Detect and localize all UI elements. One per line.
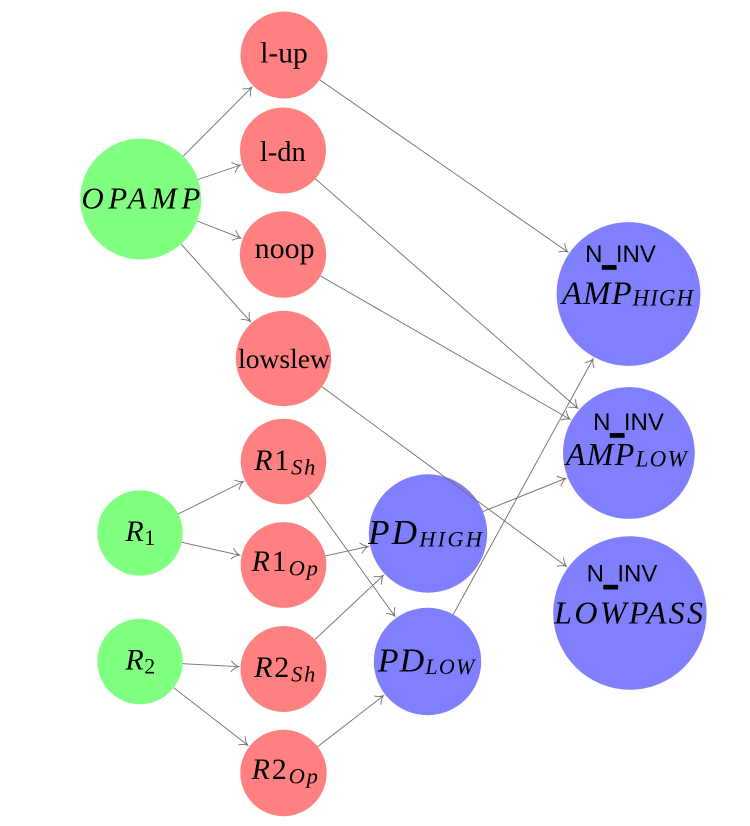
svg-text:R1Op: R1Op (251, 545, 320, 581)
svg-text:R2Sh: R2Sh (253, 651, 317, 687)
svg-text:AMPLOW: AMPLOW (564, 436, 689, 472)
svg-text:l-up: l-up (260, 37, 308, 69)
svg-text:lowslew: lowslew (238, 343, 330, 374)
svg-text:PDHIGH: PDHIGH (367, 513, 484, 552)
svg-text:AMPHIGH: AMPHIGH (560, 276, 695, 312)
svg-text:R2Op: R2Op (251, 753, 320, 789)
svg-text:N_INV: N_INV (585, 241, 656, 268)
svg-text:R1Sh: R1Sh (253, 444, 317, 480)
svg-text:N_INV: N_INV (593, 409, 664, 436)
svg-text:N_INV: N_INV (587, 561, 658, 588)
svg-text:R1: R1 (124, 515, 155, 550)
svg-text:LOWPASS: LOWPASS (553, 594, 705, 630)
svg-text:R2: R2 (124, 644, 155, 679)
svg-text:noop: noop (255, 232, 315, 265)
svg-text:OPAMP: OPAMP (81, 180, 205, 215)
svg-text:l-dn: l-dn (260, 137, 306, 168)
svg-text:PDLOW: PDLOW (377, 642, 476, 679)
